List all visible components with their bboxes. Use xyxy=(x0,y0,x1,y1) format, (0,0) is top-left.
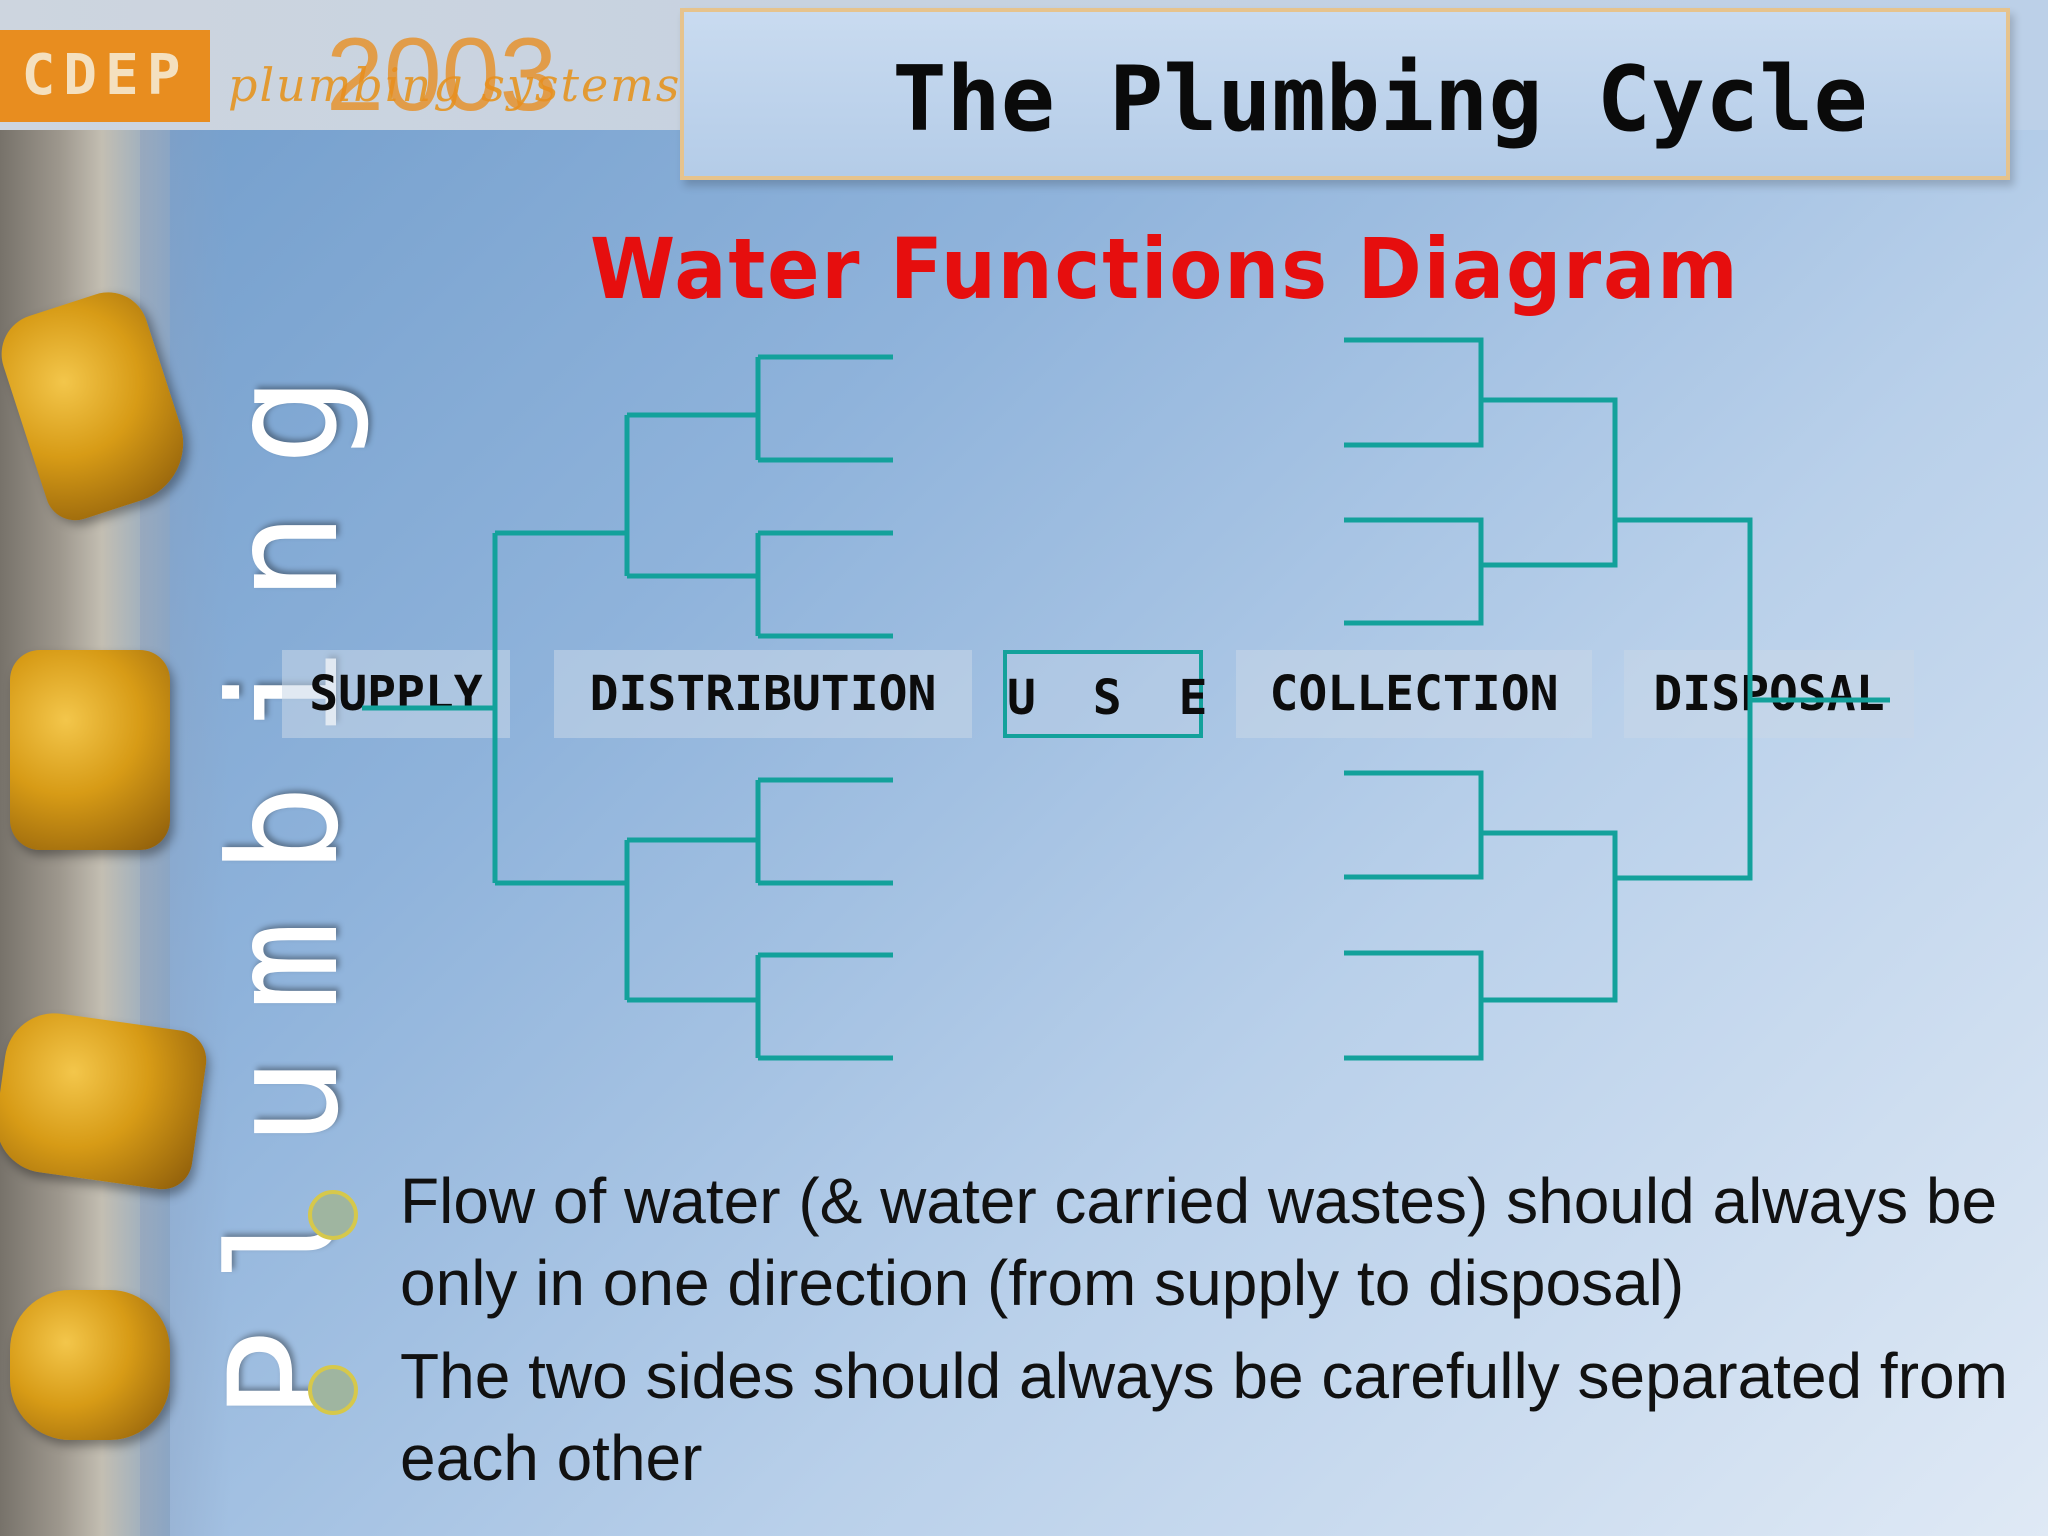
stage-disposal: DISPOSAL xyxy=(1624,650,1914,738)
collection-upper-bracket xyxy=(1481,397,1618,568)
stage-use: U S E xyxy=(1003,650,1208,738)
collection-main-bracket xyxy=(1615,517,1753,881)
bullet-dot-icon xyxy=(308,1365,358,1415)
diagram-title: Water Functions Diagram xyxy=(590,220,1740,318)
collection-leaf-2 xyxy=(1344,517,1484,626)
title-box xyxy=(680,8,2010,180)
stage-collection: COLLECTION xyxy=(1236,650,1592,738)
distribution-leaf-2 xyxy=(755,530,893,639)
bullet-text-2: The two sides should always be carefully… xyxy=(400,1340,2008,1494)
pipe-fitting-2 xyxy=(10,650,170,850)
collection-lower-bracket xyxy=(1481,830,1618,1003)
stage-distribution: DISTRIBUTION xyxy=(554,650,972,738)
bullet-dot-icon xyxy=(308,1190,358,1240)
logo-year: 2003 xyxy=(326,17,558,133)
bullet-text-1: Flow of water (& water carried wastes) s… xyxy=(400,1165,1998,1319)
page-title: The Plumbing Cycle xyxy=(892,47,1868,152)
collection-leaf-4 xyxy=(1344,950,1484,1061)
distribution-leaf-4 xyxy=(755,952,893,1061)
distribution-main-bracket xyxy=(492,530,627,886)
pipe-fitting-4 xyxy=(10,1290,170,1440)
logo-subtitle: plumbing systems xyxy=(228,58,682,112)
distribution-upper-bracket xyxy=(624,412,758,579)
distribution-leaf-1 xyxy=(755,354,893,463)
distribution-leaf-3 xyxy=(755,777,893,886)
stage-supply: SUPPLY xyxy=(282,650,510,738)
collection-leaf-1 xyxy=(1344,337,1484,448)
cdep-logo: CDEP xyxy=(0,30,210,122)
collection-leaf-3 xyxy=(1344,770,1484,880)
distribution-lower-bracket xyxy=(624,837,758,1003)
